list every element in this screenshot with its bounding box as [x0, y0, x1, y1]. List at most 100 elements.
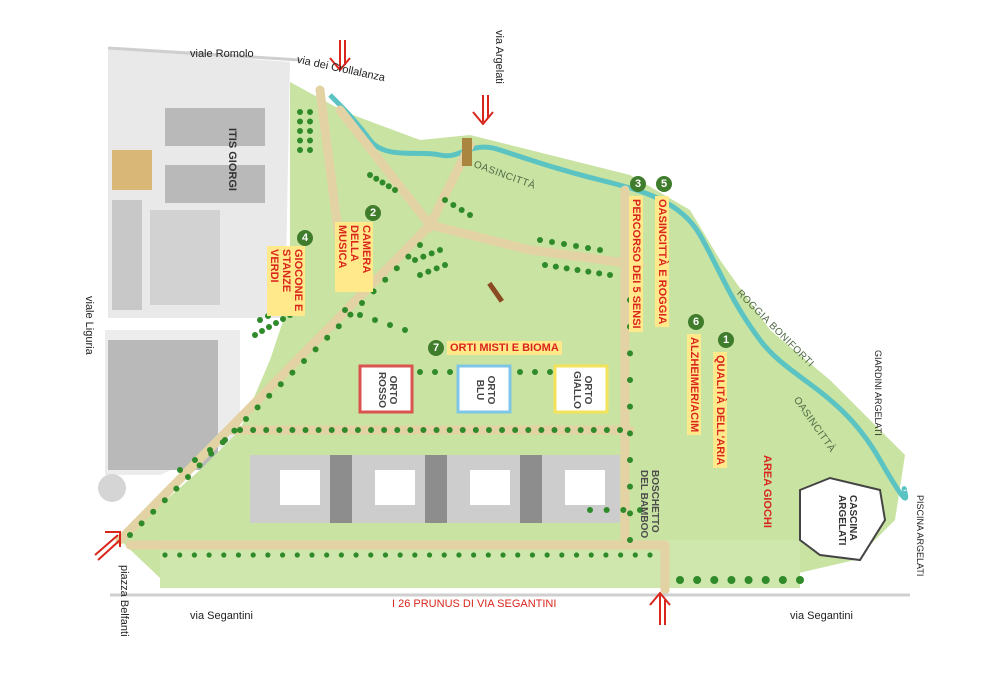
number-circle-icon: 6: [688, 314, 704, 330]
tree-dot: [289, 427, 296, 433]
tree-dot: [590, 427, 597, 433]
tree-dot: [222, 437, 228, 443]
tree-dot: [273, 320, 279, 326]
building-a: [112, 200, 142, 310]
tree-dot: [456, 552, 462, 558]
tree-dot: [407, 427, 414, 433]
tree-dot: [627, 350, 633, 357]
roggia-boniforti-line: [328, 93, 909, 501]
tree-dot: [259, 328, 265, 334]
tree-dot: [387, 322, 393, 328]
area-giochi-label: AREA GIOCHI: [761, 455, 773, 528]
tree-dot: [402, 327, 408, 333]
viale-romolo-label: viale Romolo: [190, 48, 254, 60]
via-segantini-left-label: via Segantini: [190, 610, 253, 622]
tree-dot: [425, 268, 432, 275]
tree-dot: [796, 576, 804, 584]
tree-dot: [450, 202, 457, 208]
tree-dot: [392, 187, 398, 193]
tree-dot: [552, 263, 559, 270]
tree-dot: [538, 427, 545, 433]
tree-dot: [206, 552, 212, 558]
tree-dot: [471, 552, 477, 558]
tree-dot: [603, 552, 609, 558]
tree-dot: [573, 552, 580, 558]
tree-dot: [428, 250, 435, 257]
tree-dot: [627, 483, 633, 490]
station-6-label: ALZHEIMER/ACIM: [687, 334, 701, 436]
tree-dot: [637, 507, 643, 513]
entrance-arrow-icon: [94, 531, 121, 561]
tree-dot: [585, 268, 592, 275]
tree-dot: [587, 507, 593, 513]
tree-dot: [341, 427, 348, 433]
tree-dot: [563, 265, 570, 272]
tree-dot: [382, 552, 389, 558]
tree-dot: [485, 552, 491, 558]
tree-dot: [393, 265, 400, 272]
tree-dot: [309, 552, 315, 558]
tree-dot: [517, 369, 523, 375]
tree-dot: [432, 369, 438, 375]
tree-dot: [335, 323, 342, 330]
boschetto-bamboo-label: BOSCHETTO DEL BAMBOO: [638, 470, 660, 539]
tree-dot: [307, 128, 313, 134]
tree-dot: [417, 272, 423, 278]
bridge: [462, 138, 472, 166]
tree-dot: [191, 552, 197, 558]
orto-blu-plot: [456, 364, 512, 414]
number-circle-icon: 4: [297, 230, 313, 246]
building-c: [108, 340, 218, 470]
tree-dot: [437, 247, 443, 253]
entrance-arrow-icon: [472, 95, 494, 126]
tree-dot: [542, 262, 548, 268]
building-b: [150, 210, 220, 305]
tree-dot: [442, 197, 448, 203]
tree-dot: [761, 576, 770, 584]
tree-dot: [161, 497, 168, 504]
tree-dot: [647, 552, 653, 558]
tree-dot: [373, 175, 380, 182]
tree-dot: [263, 427, 270, 433]
tree-dot: [544, 552, 550, 558]
tree-dot: [693, 576, 702, 584]
tree-dot: [243, 416, 249, 422]
orto-giallo-label: ORTO GIALLO: [571, 371, 593, 409]
tree-dot: [315, 427, 322, 433]
tree-dot: [433, 265, 440, 272]
number-circle-icon: 7: [428, 340, 444, 356]
tree-dot: [744, 576, 753, 584]
tree-dot: [231, 427, 238, 434]
roundabout: [98, 474, 126, 502]
tree-dot: [307, 109, 313, 115]
tree-dot: [372, 317, 378, 323]
tree-dot: [551, 427, 558, 433]
tree-dot: [525, 427, 532, 433]
tree-dot: [254, 404, 261, 411]
tree-dot: [280, 316, 286, 322]
piscina-argelati-label: PISCINA ARGELATI: [915, 495, 925, 577]
tree-dot: [207, 447, 213, 453]
tree-dot: [307, 147, 313, 153]
tree-dot: [512, 427, 519, 433]
tree-dot: [537, 237, 543, 243]
tree-dot: [618, 552, 624, 558]
tree-dot: [442, 262, 448, 268]
number-circle-icon: 3: [630, 176, 646, 192]
tree-dot: [485, 427, 492, 433]
tree-dot: [338, 552, 344, 558]
tree-dot: [252, 332, 258, 338]
tree-dot: [499, 427, 506, 433]
tree-dot: [603, 427, 610, 433]
tree-dot: [297, 147, 303, 153]
cascina-outline: [799, 476, 887, 562]
station-3-label: PERCORSO DEI 5 SENSI: [629, 196, 643, 332]
tree-dot: [196, 462, 203, 469]
tree-dot: [276, 427, 283, 433]
via-argelati-label: via Argelati: [493, 30, 505, 84]
tree-dot: [221, 552, 227, 558]
tree-dot: [353, 552, 359, 558]
tree-dot: [632, 552, 638, 558]
tree-dot: [328, 427, 335, 433]
